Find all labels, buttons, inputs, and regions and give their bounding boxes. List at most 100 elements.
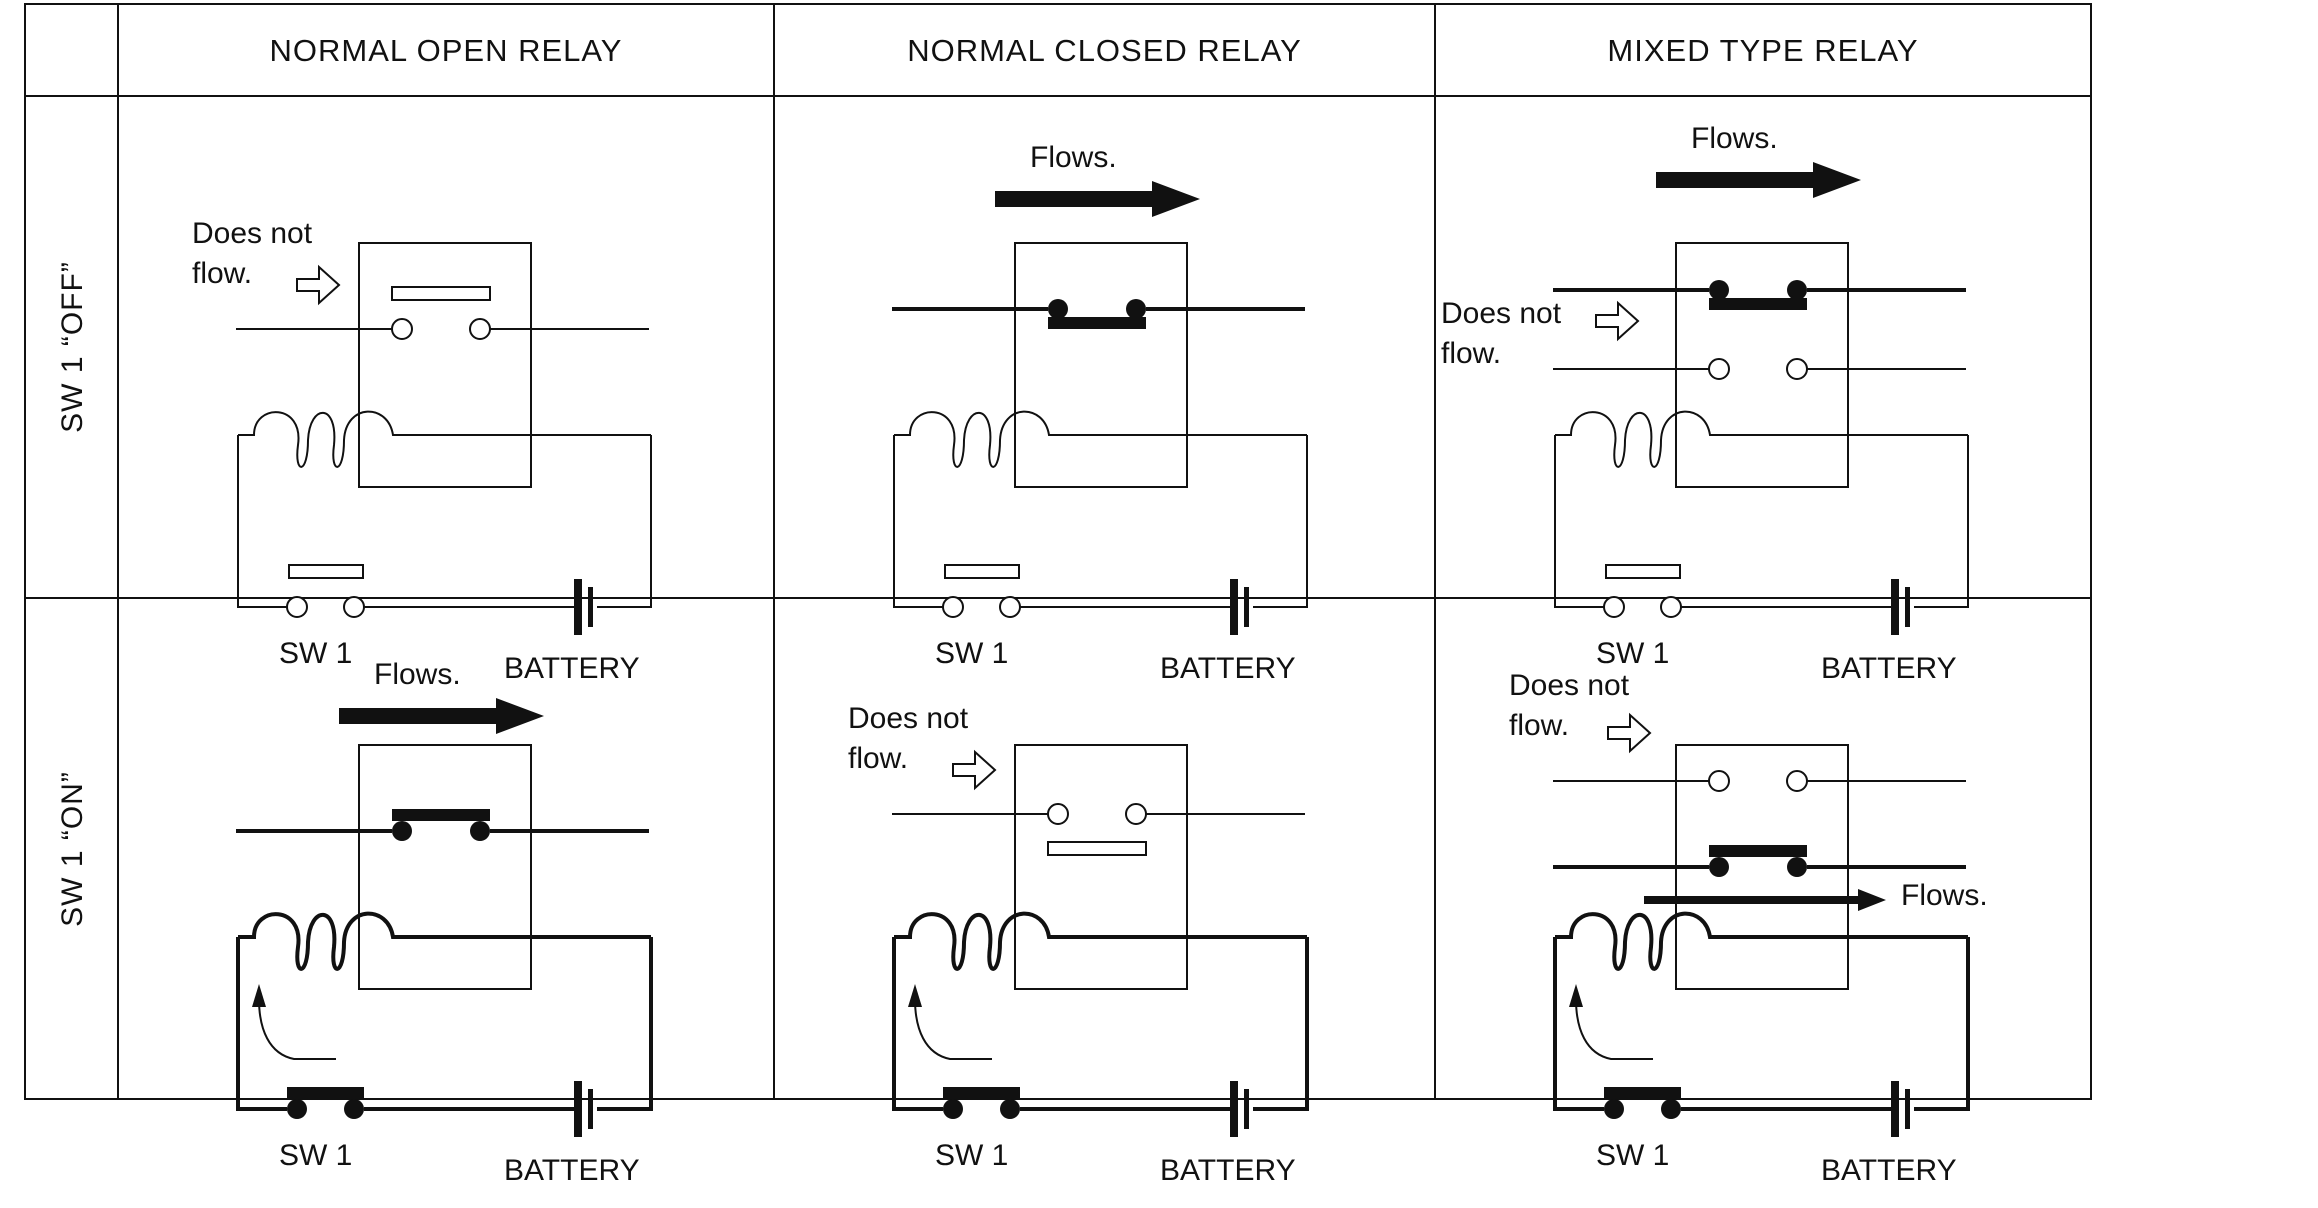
relay-coil-icon [894,410,1307,468]
switch-label: SW 1 [279,637,353,670]
battery-plate-icon [588,1089,593,1129]
relay-circuit-diagram [236,242,652,635]
does-not-flow-label: Does not [1509,669,1630,702]
relay-circuit-diagram [892,181,1308,635]
row-header-sw1-off: SW 1 “OFF” [26,97,119,597]
armature-bar-icon [1047,841,1147,856]
open-contact-point-icon [469,318,491,340]
relay-coil-icon [1555,410,1968,468]
battery-label: BATTERY [1821,652,1957,685]
current-flow-arrow-icon [1656,162,1861,198]
open-contact-point-icon [1708,358,1730,380]
row-header-sw1-on: SW 1 “ON” [26,599,119,1098]
control-circuit-wire [237,435,287,608]
open-contact-point-icon [1786,770,1808,792]
armature-bar-icon [1048,317,1146,329]
switch-label: SW 1 [1596,1139,1670,1172]
relay-circuit-diagram [1553,712,1970,1137]
battery-label: BATTERY [504,1154,640,1187]
open-contact-point-icon [391,318,413,340]
does-not-flow-label: Does not [1441,297,1562,330]
battery-plate-icon [1244,1089,1249,1129]
battery-plate-icon [1905,1089,1910,1129]
armature-bar-icon [1709,298,1807,310]
relay-coil-icon [238,911,651,971]
current-direction-arrow-icon [258,998,336,1060]
armature-bar-icon [1709,845,1807,857]
control-circuit-wire [892,937,943,1111]
hollow-arrow-icon [952,749,997,791]
row-header-label: SW 1 “OFF” [55,261,89,433]
battery-plate-icon [574,579,582,635]
arrowhead-icon [908,984,922,1007]
closed-contact-point-icon [1787,280,1807,300]
relay-circuit-diagram [236,698,653,1137]
battery-plate-icon [1244,587,1249,627]
control-circuit-wire [1253,435,1308,608]
switch-contact-icon [287,1099,307,1119]
switch-contact-icon [343,596,365,618]
does-not-flow-label: flow. [1509,709,1570,742]
arrowhead-icon [252,984,266,1007]
header-divider [26,95,2090,97]
hollow-arrow-icon [1595,300,1640,342]
does-not-flow-label: Does not [848,702,969,735]
cell-mixed-type-on: SW 1 BATTERY Does not flow. Flows. [1436,599,2092,1187]
armature-bar-icon [392,809,490,821]
relay-housing [1675,242,1849,488]
flows-label: Flows. [1691,122,1778,155]
battery-plate-icon [1230,1081,1238,1137]
battery-plate-icon [588,587,593,627]
open-contact-point-icon [1047,803,1069,825]
switch-contact-icon [942,596,964,618]
closed-contact-point-icon [1126,299,1146,319]
switch-label: SW 1 [935,637,1009,670]
switch-contact-icon [1660,596,1682,618]
column-divider [1434,5,1436,1098]
control-circuit-wire [1914,937,1970,1111]
current-direction-arrow-icon [1575,998,1653,1060]
arrowhead-icon [1569,984,1583,1007]
row-header-divider [117,5,119,1098]
battery-label: BATTERY [504,652,640,685]
flows-label: Flows. [1901,879,1988,912]
switch-contact-icon [943,1099,963,1119]
open-contact-point-icon [1708,770,1730,792]
control-circuit-wire [1914,435,1969,608]
switch-contact-icon [344,1099,364,1119]
switch-contact-icon [1661,1099,1681,1119]
relay-housing [1014,744,1188,990]
switch-contact-icon [999,596,1021,618]
relay-housing [1014,242,1188,488]
control-circuit-wire [1554,435,1604,608]
switch-bar-icon [288,564,364,579]
control-circuit-wire [597,937,653,1111]
current-direction-arrow-icon [914,998,992,1060]
flows-label: Flows. [374,658,461,691]
relay-coil-icon [1555,911,1968,971]
current-flow-arrow-icon [995,181,1200,217]
column-header-normal-closed: NORMAL CLOSED RELAY [907,33,1302,68]
battery-plate-icon [1891,1081,1899,1137]
switch-bar-icon [287,1087,364,1099]
closed-contact-point-icon [1709,857,1729,877]
switch-label: SW 1 [279,1139,353,1172]
hollow-arrow-icon [1607,712,1652,754]
does-not-flow-label: Does not [192,217,313,250]
switch-label: SW 1 [935,1139,1009,1172]
battery-label: BATTERY [1160,652,1296,685]
battery-label: BATTERY [1160,1154,1296,1187]
control-circuit-wire [1253,937,1309,1111]
current-flow-arrow-icon [1644,889,1886,911]
control-circuit-wire [597,435,652,608]
relay-housing [358,744,532,990]
does-not-flow-label: flow. [1441,337,1502,370]
switch-contact-icon [1603,596,1625,618]
control-circuit-wire [236,937,287,1111]
control-circuit-wire [1553,937,1604,1111]
battery-plate-icon [1905,587,1910,627]
open-contact-point-icon [1786,358,1808,380]
